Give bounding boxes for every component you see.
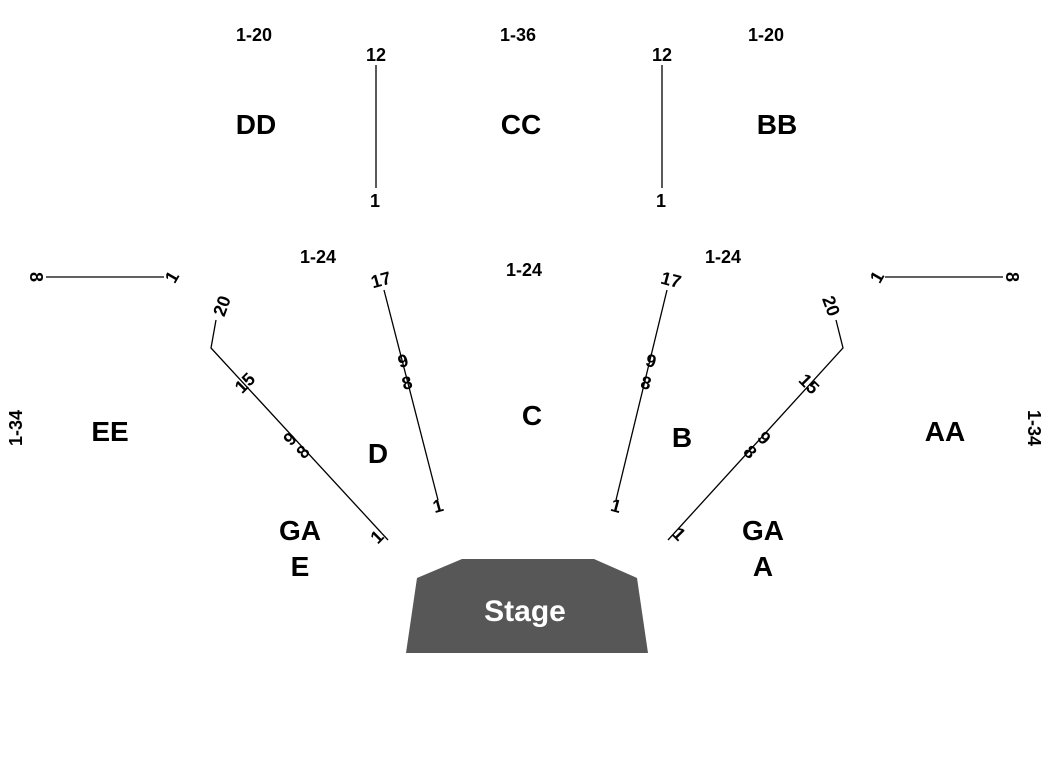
row-marker-d-9: 9: [396, 350, 411, 372]
row-marker-b-8: 8: [639, 372, 654, 394]
row-marker-ga-e-15: 15: [231, 369, 259, 397]
section-aa[interactable]: AA: [925, 416, 965, 447]
stage-shape: [406, 559, 648, 653]
section-cc[interactable]: CC: [501, 109, 541, 140]
row-marker-aa-top-right: 8: [1002, 272, 1022, 282]
row-marker-upper-right-bottom: 1: [656, 191, 666, 211]
divider-ga-e-d: [210, 319, 389, 541]
row-marker-b-17: 17: [659, 268, 684, 293]
seat-range-c: 1-24: [506, 260, 542, 280]
row-marker-ga-a-20: 20: [818, 293, 844, 319]
seat-range-dd: 1-20: [236, 25, 272, 45]
seat-range-cc: 1-36: [500, 25, 536, 45]
section-ga-e-line2[interactable]: E: [291, 551, 310, 582]
row-marker-ga-e-20: 20: [209, 293, 235, 319]
seat-range-d: 1-24: [300, 247, 336, 267]
row-marker-ee-top-right: 1: [161, 268, 183, 287]
row-marker-d-8: 8: [400, 372, 415, 394]
row-marker-b-9: 9: [644, 350, 659, 372]
seat-range-b: 1-24: [705, 247, 741, 267]
divider-d-c: [383, 289, 439, 501]
divider-c-b: [615, 289, 668, 501]
section-b[interactable]: B: [672, 422, 692, 453]
row-marker-upper-left-top: 12: [366, 45, 386, 65]
row-marker-ga-e-8: 8: [292, 441, 313, 462]
section-d[interactable]: D: [368, 438, 388, 469]
section-c[interactable]: C: [522, 400, 542, 431]
seat-range-bb: 1-20: [748, 25, 784, 45]
row-marker-aa-top-left: 1: [866, 268, 888, 287]
row-marker-ga-a-8: 8: [739, 441, 760, 462]
section-ee[interactable]: EE: [91, 416, 128, 447]
divider-b-ga-a: [667, 319, 844, 541]
row-marker-b-1: 1: [609, 495, 624, 517]
row-marker-d-1: 1: [431, 495, 446, 517]
section-ga-a-line1[interactable]: GA: [742, 515, 784, 546]
section-dd[interactable]: DD: [236, 109, 276, 140]
row-marker-upper-left-bottom: 1: [370, 191, 380, 211]
seat-range-ee: 1-34: [6, 410, 26, 446]
seat-range-aa: 1-34: [1024, 410, 1044, 446]
section-ga-a-line2[interactable]: A: [753, 551, 773, 582]
section-ga-e-line1[interactable]: GA: [279, 515, 321, 546]
row-marker-ga-a-1: 1: [668, 523, 689, 544]
row-marker-ee-top-left: 8: [26, 272, 46, 282]
stage-label: Stage: [484, 595, 566, 628]
row-marker-d-17: 17: [369, 268, 394, 293]
row-marker-upper-right-top: 12: [652, 45, 672, 65]
section-bb[interactable]: BB: [757, 109, 797, 140]
